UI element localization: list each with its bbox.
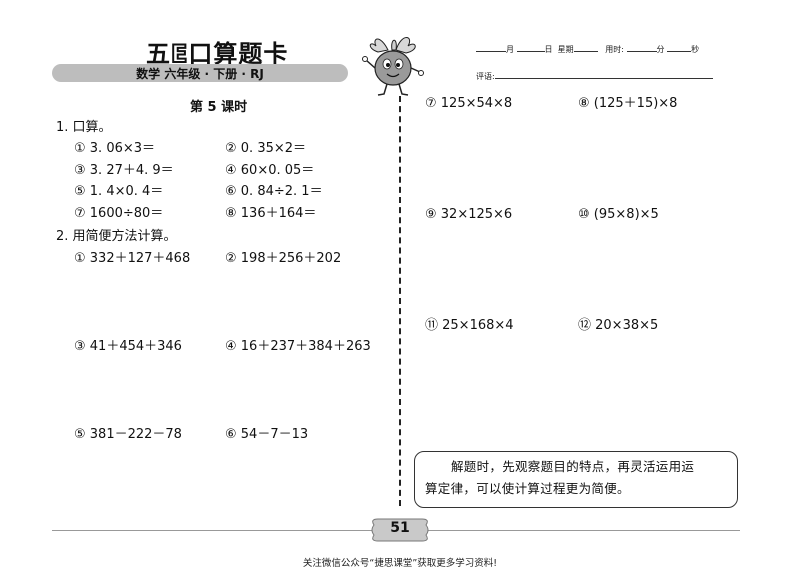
calc-item: ⑫ 20×38×5	[578, 318, 659, 333]
month-blank[interactable]	[476, 42, 506, 52]
subject-label: 数学 六年级 · 下册 · RJ	[136, 66, 264, 81]
calc-item: ⑤ 381－222－78	[74, 427, 182, 442]
tip-box: 解题时，先观察题目的特点，再灵活运用运 算定律，可以使计算过程更为简便。	[414, 451, 738, 508]
weekday-blank[interactable]	[573, 42, 598, 52]
oral-item: ③ 3. 27＋4. 9＝	[74, 163, 174, 178]
oral-item: ② 0. 35×2＝	[225, 141, 307, 156]
comment-blank[interactable]	[494, 69, 713, 79]
oral-item: ④ 60×0. 05＝	[225, 163, 315, 178]
seconds-blank[interactable]	[667, 42, 692, 52]
brand-e-logo: E	[170, 39, 189, 69]
section1-heading: 1. 口算。	[56, 120, 112, 135]
calc-item: ⑪ 25×168×4	[425, 318, 514, 333]
column-divider	[399, 96, 401, 506]
date-time-line: 月 日 星期 用时: 分 秒	[476, 42, 699, 55]
oral-item: ⑦ 1600÷80＝	[74, 206, 164, 221]
tip-line-1: 解题时，先观察题目的特点，再灵活运用运	[451, 459, 695, 474]
tip-line-2: 算定律，可以使计算过程更为简便。	[425, 481, 630, 496]
comment-line: 评语:	[476, 69, 713, 82]
brand-suffix: 口算题卡	[188, 40, 289, 68]
lesson-title: 第 5 课时	[190, 100, 248, 115]
calc-item: ⑩ (95×8)×5	[578, 207, 659, 222]
calc-item: ③ 41＋454＋346	[74, 339, 182, 354]
oral-item: ⑤ 1. 4×0. 4＝	[74, 184, 164, 199]
radish-mascot-icon	[362, 37, 424, 96]
day-blank[interactable]	[516, 42, 545, 52]
minutes-blank[interactable]	[626, 42, 657, 52]
calc-item: ④ 16＋237＋384＋263	[225, 339, 371, 354]
page-number: 51	[390, 520, 410, 536]
oral-item: ① 3. 06×3＝	[74, 141, 156, 156]
page-number-badge	[371, 518, 429, 542]
calc-item: ⑥ 54－7－13	[225, 427, 309, 442]
brand-title: 五E口算题卡	[146, 34, 288, 69]
calc-item: ⑨ 32×125×6	[425, 207, 513, 222]
calc-item: ① 332＋127＋468	[74, 251, 191, 266]
calc-item: ⑧ (125＋15)×8	[578, 96, 678, 111]
calc-item: ② 198＋256＋202	[225, 251, 342, 266]
footer-note: 关注微信公众号“捷思课堂”获取更多学习资料!	[302, 558, 498, 569]
brand-prefix: 五	[146, 40, 171, 68]
oral-item: ⑥ 0. 84÷2. 1＝	[225, 184, 323, 199]
oral-item: ⑧ 136＋164＝	[225, 206, 317, 221]
calc-item: ⑦ 125×54×8	[425, 96, 513, 111]
section2-heading: 2. 用简便方法计算。	[56, 229, 177, 244]
subject-bar: 数学 六年级 · 下册 · RJ	[52, 64, 348, 82]
